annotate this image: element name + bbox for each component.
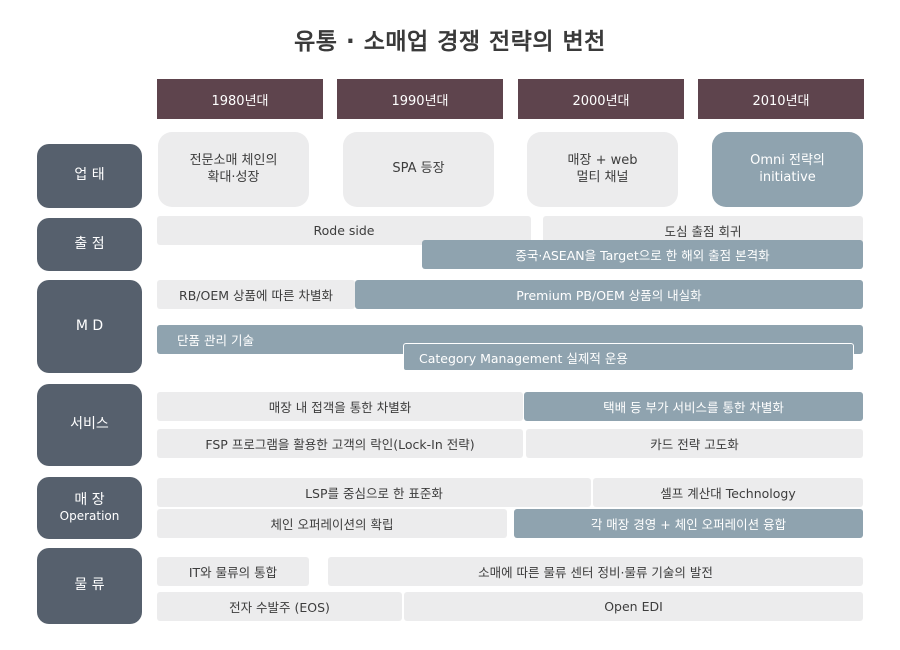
era-header-2010s: 2010년대 xyxy=(698,79,864,119)
bar-category-management: Category Management 실제적 운용 xyxy=(403,343,854,371)
bar-open-edi: Open EDI xyxy=(404,592,863,621)
bar-eos: 전자 수발주 (EOS) xyxy=(157,592,402,621)
category-md: M D xyxy=(37,280,142,373)
category-service: 서비스 xyxy=(37,384,142,466)
diagram-title: 유통 · 소매업 경쟁 전략의 변천 xyxy=(294,29,606,55)
bar-self-checkout: 셀프 계산대 Technology xyxy=(593,478,863,507)
bar-delivery-service: 택배 등 부가 서비스를 통한 차별화 xyxy=(524,392,863,421)
category-store-opening: 출 점 xyxy=(37,218,142,271)
era-header-1980s: 1980년대 xyxy=(157,79,323,119)
bar-lsp-standardization: LSP를 중심으로 한 표준화 xyxy=(157,478,591,507)
bar-chain-operation: 체인 오퍼레이션의 확립 xyxy=(157,509,507,538)
category-service-label: 서비스 xyxy=(70,416,109,433)
bar-card-strategy: 카드 전략 고도화 xyxy=(526,429,863,458)
bar-it-logistics: IT와 물류의 통합 xyxy=(157,557,309,586)
format-tile-multichannel: 매장 + web 멀티 채널 xyxy=(527,132,678,207)
category-store-label: 매 장 xyxy=(74,491,105,508)
era-header-2000s: 2000년대 xyxy=(518,79,684,119)
category-store-opening-label: 출 점 xyxy=(74,235,105,252)
category-md-label: M D xyxy=(75,317,104,334)
format-tile-spa: SPA 등장 xyxy=(343,132,494,207)
category-format-label: 업 태 xyxy=(74,167,105,184)
category-format: 업 태 xyxy=(37,144,142,208)
category-store: 매 장 Operation xyxy=(37,477,142,539)
category-logistics: 물 류 xyxy=(37,548,142,624)
bar-overseas-expansion: 중국·ASEAN을 Target으로 한 해외 출점 본격화 xyxy=(422,240,863,269)
category-logistics-label: 물 류 xyxy=(74,577,105,594)
bar-logistics-center: 소매에 따른 물류 센터 정비·물류 기술의 발전 xyxy=(328,557,863,586)
category-store-sublabel: Operation xyxy=(59,509,120,524)
bar-store-chain-fusion: 각 매장 경영 + 체인 오퍼레이션 융합 xyxy=(514,509,863,538)
bar-fsp-lockin: FSP 프로그램을 활용한 고객의 락인(Lock-In 전략) xyxy=(157,429,523,458)
bar-roadside: Rode side xyxy=(157,216,531,245)
format-tile-omni: Omni 전략의 initiative xyxy=(712,132,863,207)
bar-rb-oem: RB/OEM 상품에 따른 차별화 xyxy=(157,280,355,309)
format-tile-specialty-chain: 전문소매 체인의 확대·성장 xyxy=(158,132,309,207)
era-header-1990s: 1990년대 xyxy=(337,79,503,119)
bar-customer-contact: 매장 내 접객을 통한 차별화 xyxy=(157,392,523,421)
bar-premium-pb: Premium PB/OEM 상품의 내실화 xyxy=(355,280,863,309)
